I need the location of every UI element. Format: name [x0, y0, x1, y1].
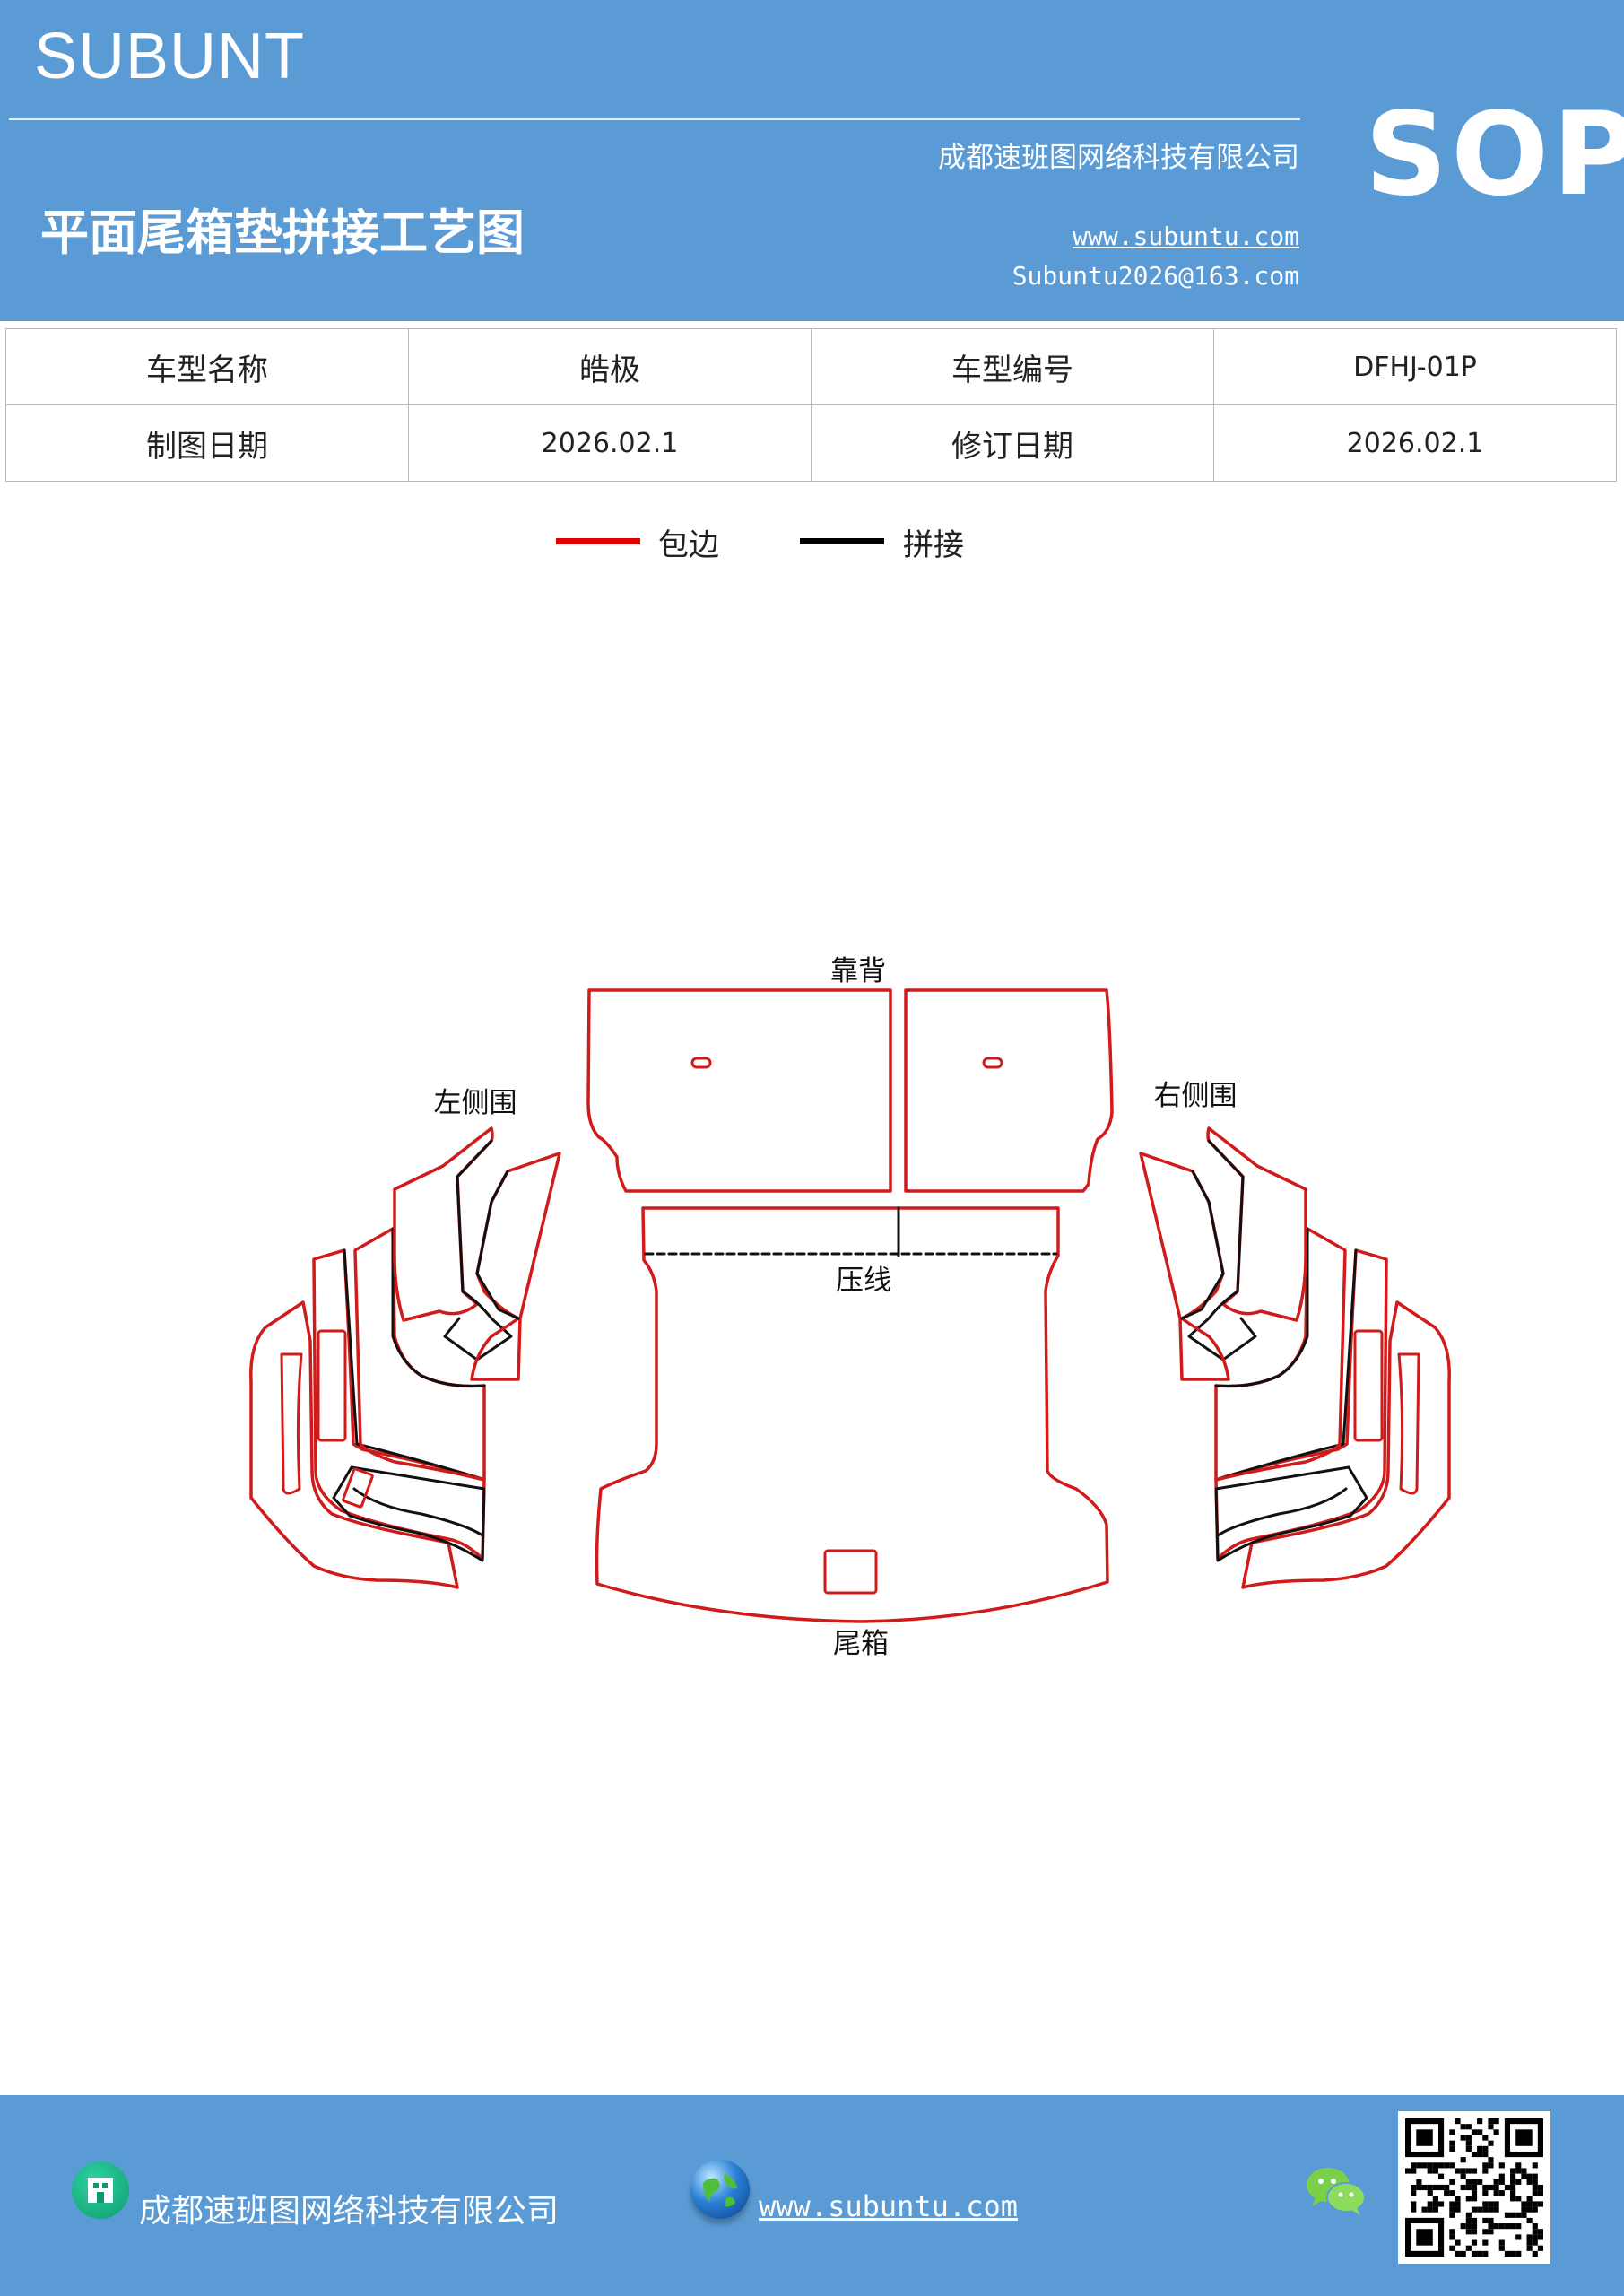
- right-side-window: [1353, 1329, 1384, 1442]
- brand-name: SUBUNT: [34, 21, 306, 92]
- left-side-tab: [332, 1465, 486, 1562]
- right-side-seam-e: [1180, 1170, 1225, 1320]
- header-website-link[interactable]: www.subuntu.com: [1073, 222, 1299, 251]
- right-side-outer-panel: [1241, 1300, 1451, 1589]
- header-banner: SUBUNT 成都速班图网络科技有限公司 平面尾箱垫拼接工艺图 www.subu…: [0, 0, 1624, 321]
- legend-swatch-edge: [556, 538, 640, 544]
- globe-icon: [690, 2160, 750, 2219]
- table-label: 车型名称: [5, 328, 409, 405]
- table-row: 车型名称 皓极 车型编号 DFHJ-01P: [5, 328, 1617, 405]
- table-value: 2026.02.1: [408, 404, 812, 482]
- left-side-outer-panel: [249, 1300, 459, 1589]
- table-row: 制图日期 2026.02.1 修订日期 2026.02.1: [5, 404, 1617, 482]
- left-side-slot: [342, 1467, 374, 1509]
- trunk-floor-panel: [595, 1206, 1109, 1623]
- label-left-side: 左侧围: [434, 1087, 517, 1119]
- info-table: 车型名称 皓极 车型编号 DFHJ-01P 制图日期 2026.02.1 修订日…: [5, 328, 1617, 482]
- right-side-strip-a: [1397, 1352, 1420, 1495]
- table-value: DFHJ-01P: [1213, 328, 1617, 405]
- left-side-inner-panel: [353, 1227, 486, 1482]
- label-backrest: 靠背: [830, 955, 886, 987]
- legend: 包边 拼接: [0, 520, 1624, 574]
- left-side-top-panel: [393, 1126, 494, 1322]
- footer-banner: 成都速班图网络科技有限公司 www.subuntu.com: [0, 2095, 1624, 2296]
- label-right-side: 右侧围: [1154, 1080, 1238, 1112]
- left-side-upper-panel: [470, 1152, 561, 1381]
- right-side-tab: [1214, 1465, 1368, 1562]
- wechat-icon[interactable]: [1305, 2163, 1368, 2217]
- trunk-cutout: [823, 1549, 878, 1595]
- right-side-seam-b: [1216, 1487, 1348, 1537]
- legend-label-edge: 包边: [658, 527, 719, 563]
- qr-code: [1398, 2111, 1550, 2264]
- left-side-seam-b: [352, 1487, 484, 1537]
- label-trunk: 尾箱: [833, 1628, 889, 1660]
- right-side-seam-d: [1187, 1139, 1257, 1361]
- building-icon: [72, 2161, 129, 2219]
- table-label: 修订日期: [811, 404, 1214, 482]
- left-side-strip-a: [280, 1352, 303, 1495]
- left-side-window: [317, 1329, 347, 1442]
- backrest-right-panel: [904, 988, 1114, 1193]
- left-side-seam-d: [443, 1139, 513, 1361]
- table-label: 制图日期: [5, 404, 409, 482]
- label-crease: 压线: [836, 1265, 891, 1297]
- footer-website-link[interactable]: www.subuntu.com: [759, 2189, 1018, 2223]
- backrest-left-panel: [586, 988, 892, 1193]
- legend-swatch-seam: [800, 538, 884, 544]
- header-company: 成都速班图网络科技有限公司: [938, 142, 1299, 174]
- right-side-inner-panel: [1214, 1227, 1347, 1482]
- footer-company: 成都速班图网络科技有限公司: [139, 2193, 560, 2230]
- header-email: Subuntu2026@163.com: [1012, 261, 1299, 291]
- header-divider: [9, 118, 1300, 120]
- page-title: 平面尾箱垫拼接工艺图: [40, 204, 525, 261]
- right-side-top-panel: [1206, 1126, 1307, 1322]
- backrest-slot-left: [690, 1057, 712, 1069]
- right-side-seam-c: [1214, 1227, 1309, 1387]
- backrest-slot-right: [982, 1057, 1003, 1069]
- legend-label-seam: 拼接: [903, 527, 964, 563]
- right-side-upper-panel: [1139, 1152, 1230, 1381]
- left-side-seam-e: [475, 1170, 520, 1320]
- table-value: 皓极: [408, 328, 812, 405]
- table-label: 车型编号: [811, 328, 1214, 405]
- table-value: 2026.02.1: [1213, 404, 1617, 482]
- sop-badge: SOP: [1365, 88, 1624, 222]
- left-side-seam-c: [391, 1227, 486, 1387]
